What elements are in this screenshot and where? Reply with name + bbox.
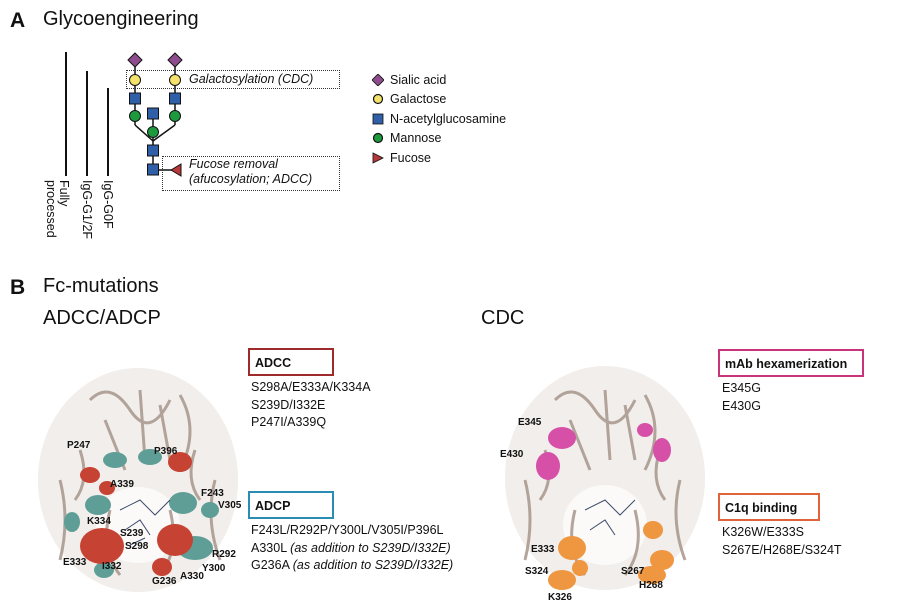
mutation-item: S239D/I332E — [251, 397, 326, 412]
c1q-binding-category-box: C1q binding — [718, 493, 820, 521]
residue-label: G236 — [152, 576, 177, 587]
residue-label: R292 — [212, 549, 236, 560]
residue-label: P247 — [67, 440, 91, 451]
residue-label: S298 — [125, 541, 149, 552]
fc-structure-cdc — [505, 366, 705, 590]
legend-label: Fucose — [390, 151, 431, 165]
panel-a-title: Glycoengineering — [43, 8, 199, 30]
residue-label: S267 — [621, 566, 645, 577]
mutation-item: S298A/E333A/K334A — [251, 380, 371, 394]
hexamerization-category-box: mAb hexamerization — [718, 349, 864, 377]
mutation-item: E430G — [722, 398, 761, 413]
legend-label: Mannose — [390, 131, 442, 145]
cdc-subtitle: CDC — [481, 307, 525, 329]
panel-b-letter: B — [10, 276, 26, 299]
legend-item-fucose: Fucose — [372, 150, 431, 166]
adcp-mutation-list: F243L/R292P/Y300L/V305I/P396L A330L (as … — [251, 522, 453, 575]
residue-label: E333 — [531, 544, 555, 555]
fucose-annotation-line2: (afucosylation; ADCC) — [189, 172, 313, 186]
mannose-icon — [129, 110, 181, 138]
circle-icon — [372, 132, 384, 144]
residue-label: P396 — [154, 446, 178, 457]
mutation-item: G236A (as addition to S239D/I332E) — [251, 558, 454, 572]
glycoform-label-g0f: IgG-G0F — [101, 180, 115, 229]
fucose-removal-highlight-box — [162, 156, 340, 191]
galactosylation-annotation: Galactosylation (CDC) — [189, 72, 314, 86]
adcc-category-box: ADCC — [248, 348, 334, 376]
fc-structure-adcc-adcp — [38, 368, 238, 592]
residue-label: H268 — [639, 580, 663, 591]
legend-item-n-acetylglucosamine: N-acetylglucosamine — [372, 111, 506, 127]
triangle-icon — [372, 152, 384, 164]
legend-item-mannose: Mannose — [372, 130, 441, 146]
adcp-category-box: ADCP — [248, 491, 334, 519]
square-icon — [372, 113, 384, 125]
panel-b-title: Fc-mutations — [43, 275, 159, 297]
panel-a-letter: A — [10, 9, 26, 32]
mutation-item: F243L/R292P/Y300L/V305I/P396L — [251, 523, 444, 537]
galactosylation-highlight-box — [126, 70, 340, 89]
glycoform-bar-fully-processed — [65, 52, 67, 176]
residue-label: E345 — [518, 417, 542, 428]
residue-label: K334 — [87, 516, 111, 527]
galactose-icon — [129, 74, 181, 86]
residue-label: I332 — [102, 561, 122, 572]
glycoform-label-fully-processed: Fully processed — [44, 180, 71, 238]
residue-label: A330 — [180, 571, 204, 582]
sialic-acid-icon — [127, 52, 183, 68]
c1q-binding-mutation-list: K326W/E333S S267E/H268E/S324T — [722, 524, 842, 559]
residue-label: K326 — [548, 592, 572, 603]
glycan-structure-diagram — [127, 52, 183, 177]
legend-label: Sialic acid — [390, 73, 447, 87]
glycoform-bar-g1-2f — [86, 71, 88, 176]
mutation-item: S267E/H268E/S324T — [722, 542, 842, 557]
mutation-item: P247I/A339Q — [251, 415, 327, 429]
n-acetylglucosamine-icon — [129, 92, 181, 176]
residue-label: A339 — [110, 479, 134, 490]
legend-item-galactose: Galactose — [372, 91, 446, 107]
mutation-item: E345G — [722, 381, 761, 395]
adcc-mutation-list: S298A/E333A/K334A S239D/I332E P247I/A339… — [251, 379, 371, 432]
fucose-annotation-line1: Fucose removal — [189, 157, 278, 171]
circle-icon — [372, 93, 384, 105]
fucose-icon — [170, 163, 182, 177]
adcc-adcp-subtitle: ADCC/ADCP — [43, 307, 161, 329]
residue-label: S239 — [120, 528, 144, 539]
mutation-item: A330L (as addition to S239D/I332E) — [251, 540, 451, 555]
residue-label: E430 — [500, 449, 524, 460]
residue-label: S324 — [525, 566, 549, 577]
legend-label: N-acetylglucosamine — [390, 112, 507, 126]
residue-label: E333 — [63, 557, 87, 568]
hexamerization-mutation-list: E345G E430G — [722, 380, 761, 415]
legend-label: Galactose — [390, 92, 447, 106]
residue-label: Y300 — [202, 563, 226, 574]
glycoform-bar-g0f — [107, 88, 109, 176]
glycoform-label-g1-2f: IgG-G1/2F — [80, 180, 94, 240]
residue-label: F243 — [201, 488, 224, 499]
mutation-item: K326W/E333S — [722, 525, 804, 539]
residue-label: V305 — [218, 500, 242, 511]
diamond-icon — [372, 74, 384, 86]
legend-item-sialic-acid: Sialic acid — [372, 72, 446, 88]
